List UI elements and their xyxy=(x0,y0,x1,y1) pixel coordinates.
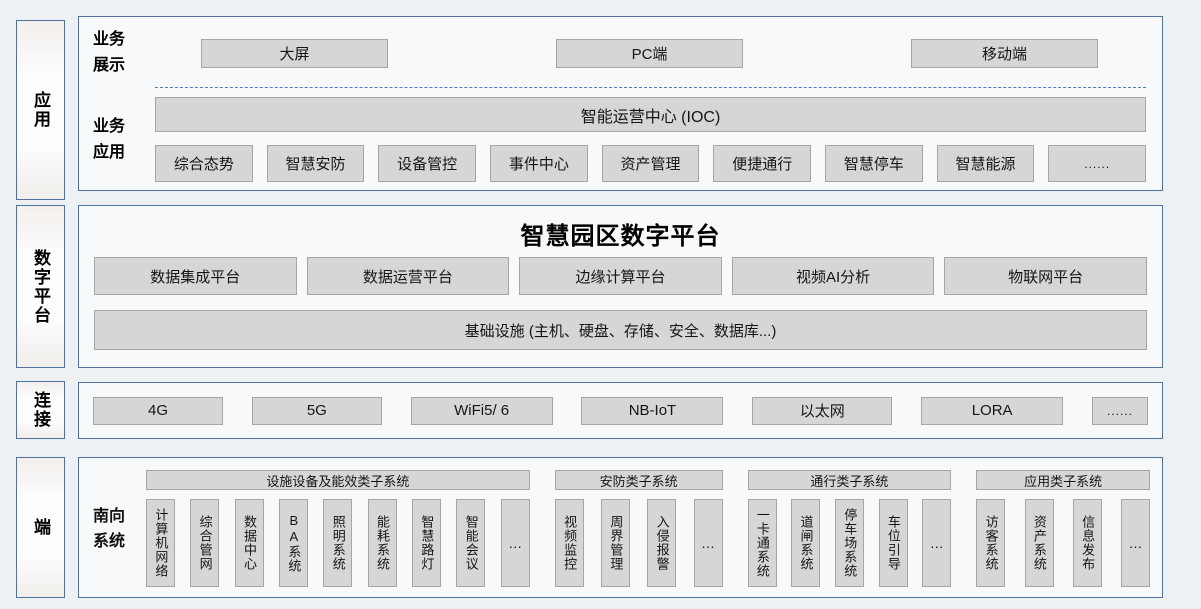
application-boxes: 综合态势 智慧安防 设备管控 事件中心 资产管理 便捷通行 智慧停车 智慧能源 … xyxy=(155,145,1147,182)
connection-box-nbiot: NB-IoT xyxy=(581,396,724,425)
subsystem-group-application: 应用类子系统 访客系统 资产系统 信息发布 … xyxy=(976,470,1150,587)
app-box: 综合态势 xyxy=(155,145,253,182)
app-box: 智慧停车 xyxy=(825,145,923,182)
connection-box-ethernet: 以太网 xyxy=(752,396,893,425)
app-box: 智慧安防 xyxy=(266,145,365,182)
layer-label-connection: 连接 xyxy=(16,381,65,439)
digital-platform-panel: 智慧园区数字平台 数据集成平台 数据运营平台 边缘计算平台 视频AI分析 物联网… xyxy=(78,205,1163,368)
subsystem-item: BA系统 xyxy=(279,499,309,587)
subsystem-item: 一卡通系统 xyxy=(747,499,777,587)
app-box: 资产管理 xyxy=(601,145,700,182)
connection-boxes: 4G 5G WiFi5/ 6 NB-IoT 以太网 LORA ...... xyxy=(79,396,1162,425)
subsystem-item: 资产系统 xyxy=(1024,499,1054,587)
subsystem-item: 能耗系统 xyxy=(367,499,397,587)
platform-boxes: 数据集成平台 数据运营平台 边缘计算平台 视频AI分析 物联网平台 xyxy=(94,257,1147,295)
connection-box-5g: 5G xyxy=(251,396,382,425)
business-display-row: 业务 展示 大屏 PC端 移动端 xyxy=(93,27,1146,79)
subsystem-item: 智能会议 xyxy=(456,499,486,587)
subsystem-item-more: … xyxy=(500,499,530,587)
subsystem-items: 访客系统 资产系统 信息发布 … xyxy=(976,499,1150,587)
subsystem-group-security: 安防类子系统 视频监控 周界管理 入侵报警 … xyxy=(554,470,723,587)
connection-box-wifi: WiFi5/ 6 xyxy=(410,396,553,425)
subsystem-group-header: 设施设备及能效类子系统 xyxy=(146,470,530,490)
display-box-mobile: 移动端 xyxy=(911,38,1098,68)
south-systems-label: 南向 系统 xyxy=(93,507,126,550)
platform-box: 边缘计算平台 xyxy=(519,257,722,295)
platform-title: 智慧园区数字平台 xyxy=(520,222,721,250)
app-box-more: ...... xyxy=(1048,145,1147,182)
business-application-content: 智能运营中心 (IOC) 综合态势 智慧安防 设备管控 事件中心 资产管理 便捷… xyxy=(155,97,1147,182)
subsystem-item: 智慧路灯 xyxy=(412,499,442,587)
layer-label-digital-platform: 数字平台 xyxy=(16,205,65,368)
platform-box: 数据运营平台 xyxy=(306,257,510,295)
subsystem-item: 入侵报警 xyxy=(647,499,677,587)
display-box-pc: PC端 xyxy=(556,38,743,68)
subsystem-item: 车位引导 xyxy=(878,499,908,587)
connection-box-lora: LORA xyxy=(921,396,1064,425)
layer-label-text: 数字平台 xyxy=(31,248,50,325)
subsystem-group-header: 通行类子系统 xyxy=(747,470,952,490)
application-panel: 业务 展示 大屏 PC端 移动端 业务 应用 智能运营中心 (IOC) 综合态势… xyxy=(78,16,1163,191)
subsystem-item: 道闸系统 xyxy=(791,499,821,587)
ioc-bar: 智能运营中心 (IOC) xyxy=(155,97,1146,132)
subsystem-item: 综合管网 xyxy=(190,499,220,587)
subsystem-item: 停车场系统 xyxy=(834,499,864,587)
layer-label-text: 应用 xyxy=(31,91,50,129)
business-application-row: 业务 应用 智能运营中心 (IOC) 综合态势 智慧安防 设备管控 事件中心 资… xyxy=(93,97,1147,182)
subsystem-group-header: 应用类子系统 xyxy=(976,470,1150,490)
layer-label-text: 端 xyxy=(31,518,50,537)
platform-box: 物联网平台 xyxy=(944,257,1147,295)
subsystem-items: 视频监控 周界管理 入侵报警 … xyxy=(554,499,723,587)
subsystem-item-more: … xyxy=(693,499,723,587)
app-box: 智慧能源 xyxy=(936,145,1035,182)
subsystem-group-facility: 设施设备及能效类子系统 计算机网络 综合管网 数据中心 BA系统 照明系统 能耗… xyxy=(146,470,530,587)
subsystem-item-more: … xyxy=(922,499,952,587)
subsystem-group-access: 通行类子系统 一卡通系统 道闸系统 停车场系统 车位引导 … xyxy=(747,470,952,587)
subsystem-item-more: … xyxy=(1121,499,1150,587)
subsystem-item: 照明系统 xyxy=(323,499,353,587)
layer-label-application: 应用 xyxy=(16,20,65,200)
app-box: 便捷通行 xyxy=(713,145,812,182)
connection-panel: 4G 5G WiFi5/ 6 NB-IoT 以太网 LORA ...... xyxy=(78,382,1163,439)
app-box: 设备管控 xyxy=(378,145,477,182)
subsystem-items: 计算机网络 综合管网 数据中心 BA系统 照明系统 能耗系统 智慧路灯 智能会议… xyxy=(146,499,530,587)
endpoint-panel: 南向 系统 设施设备及能效类子系统 计算机网络 综合管网 数据中心 BA系统 照… xyxy=(78,457,1163,598)
subsystem-item: 访客系统 xyxy=(976,499,1006,587)
connection-box-4g: 4G xyxy=(93,396,223,425)
infrastructure-bar: 基础设施 (主机、硬盘、存储、安全、数据库...) xyxy=(94,310,1147,350)
dashed-divider xyxy=(155,87,1146,88)
subsystem-group-header: 安防类子系统 xyxy=(554,470,723,490)
platform-box: 视频AI分析 xyxy=(731,257,935,295)
business-application-label: 业务 应用 xyxy=(93,117,126,161)
layer-label-text: 连接 xyxy=(31,391,50,429)
layer-label-endpoint: 端 xyxy=(16,457,65,598)
subsystem-groups: 设施设备及能效类子系统 计算机网络 综合管网 数据中心 BA系统 照明系统 能耗… xyxy=(146,470,1150,587)
subsystem-item: 周界管理 xyxy=(601,499,630,587)
subsystem-items: 一卡通系统 道闸系统 停车场系统 车位引导 … xyxy=(747,499,952,587)
business-display-label: 业务 展示 xyxy=(93,31,126,74)
platform-box: 数据集成平台 xyxy=(94,257,297,295)
display-box-bigscreen: 大屏 xyxy=(201,38,388,68)
subsystem-item: 信息发布 xyxy=(1072,499,1102,587)
subsystem-item: 计算机网络 xyxy=(146,499,175,587)
subsystem-item: 视频监控 xyxy=(554,499,584,587)
connection-box-more: ...... xyxy=(1091,396,1148,425)
app-box: 事件中心 xyxy=(490,145,588,182)
subsystem-item: 数据中心 xyxy=(234,499,264,587)
display-buttons: 大屏 PC端 移动端 xyxy=(155,38,1146,68)
